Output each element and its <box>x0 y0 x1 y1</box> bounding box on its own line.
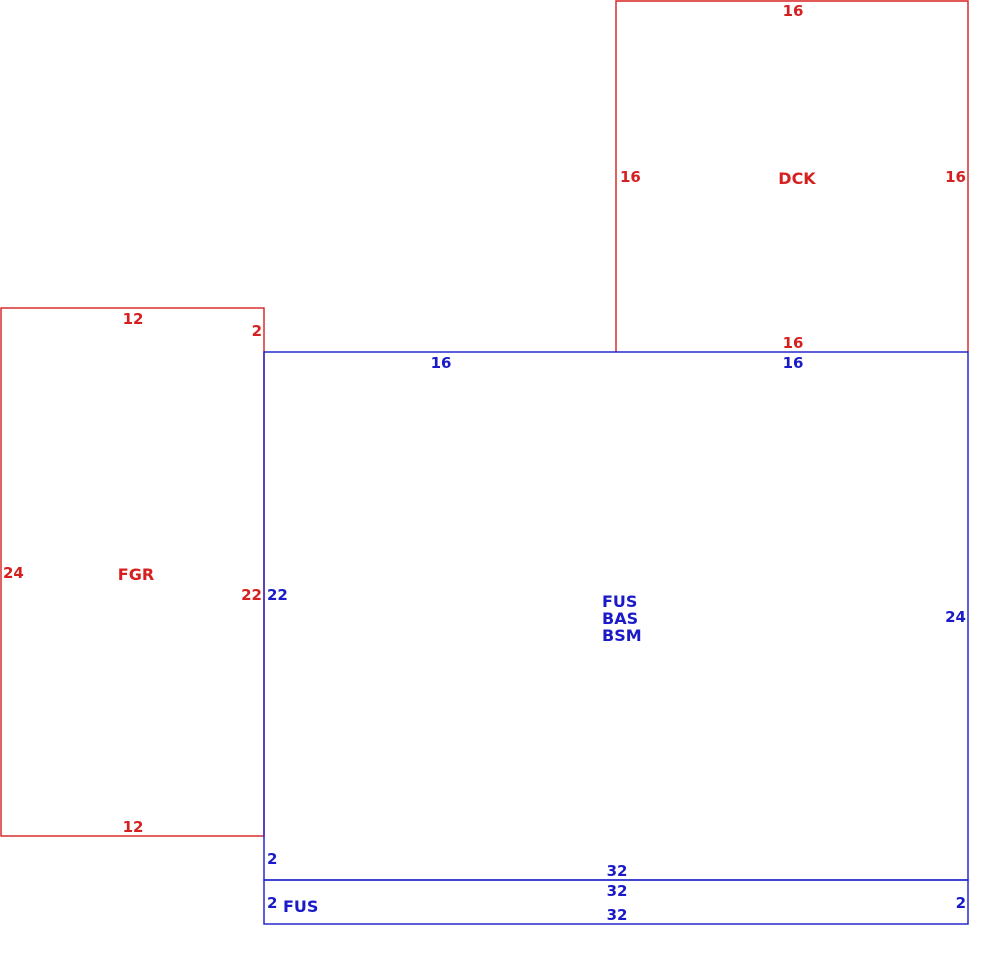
main-area-label-bsm: BSM <box>602 626 642 645</box>
main-lower-left-dimension: 2 <box>267 850 277 868</box>
strip-area-label: FUS <box>283 897 318 916</box>
main-left-dimension: 22 <box>267 586 288 604</box>
strip-top-dimension: 32 <box>607 882 628 900</box>
main-area-label-fus: FUS <box>602 592 637 611</box>
main-area-label-bas: BAS <box>602 609 638 628</box>
main-right-dimension: 24 <box>945 608 966 626</box>
deck-left-dimension: 16 <box>620 168 641 186</box>
main-bottom-dimension: 32 <box>607 862 628 880</box>
deck-bottom-dimension: 16 <box>783 334 804 352</box>
lower-strip-area: 32 2 2 32 FUS <box>263 879 969 925</box>
main-top-right-dimension: 16 <box>783 354 804 372</box>
deck-right-dimension: 16 <box>945 168 966 186</box>
deck-area: 16 16 16 16 DCK <box>615 0 969 352</box>
deck-outline <box>615 0 969 352</box>
strip-outline <box>263 879 969 925</box>
deck-top-dimension: 16 <box>783 2 804 20</box>
strip-bottom-dimension: 32 <box>607 906 628 924</box>
garage-top-dimension: 12 <box>123 310 144 328</box>
main-top-left-dimension: 16 <box>431 354 452 372</box>
deck-area-label: DCK <box>778 169 816 188</box>
garage-left-dimension: 24 <box>3 564 24 582</box>
garage-bottom-dimension: 12 <box>123 818 144 836</box>
strip-left-dimension: 2 <box>267 894 277 912</box>
main-living-area: 16 16 22 24 2 32 FUS BAS BSM <box>263 351 969 881</box>
strip-right-dimension: 2 <box>956 894 966 912</box>
garage-area-label: FGR <box>118 565 154 584</box>
garage-corner-dimension: 2 <box>252 322 262 340</box>
garage-right-dimension: 22 <box>241 586 262 604</box>
garage-area: 12 2 24 22 12 FGR <box>0 307 265 837</box>
